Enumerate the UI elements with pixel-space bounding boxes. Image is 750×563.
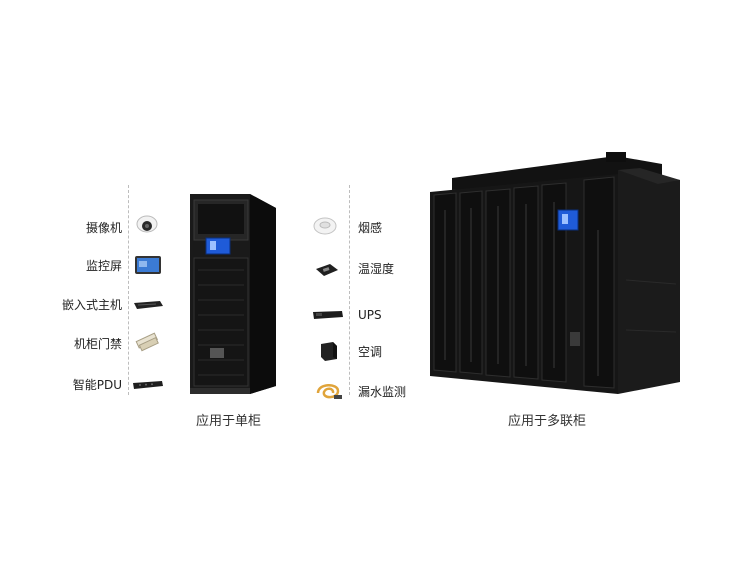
multi-cabinet-image [430, 152, 680, 394]
ups-icon [313, 311, 343, 319]
label-air-conditioner: 空调 [358, 345, 383, 359]
water-leak-sensor-icon [316, 384, 342, 399]
label-pdu: 智能PDU [72, 378, 122, 392]
label-door-access: 机柜门禁 [73, 337, 122, 351]
label-embedded-host: 嵌入式主机 [61, 298, 122, 312]
label-smoke-detector: 烟感 [358, 221, 383, 235]
right-divider [349, 185, 350, 395]
label-camera: 摄像机 [85, 221, 122, 235]
left-divider [128, 185, 129, 395]
embedded-host-icon [134, 301, 163, 309]
multi-cabinet-caption: 应用于多联柜 [508, 414, 587, 429]
single-cabinet-caption: 应用于单柜 [196, 414, 262, 429]
temp-humidity-sensor-icon [316, 264, 338, 276]
label-temp-humidity: 温湿度 [358, 262, 395, 276]
pdu-icon [133, 381, 163, 389]
smoke-detector-icon [313, 217, 337, 235]
label-ups: UPS [358, 308, 382, 322]
monitor-screen-icon [135, 256, 161, 274]
air-conditioner-icon [321, 342, 337, 361]
label-water-leak: 漏水监测 [358, 385, 407, 399]
label-monitor-screen: 监控屏 [85, 259, 122, 273]
single-cabinet-image [190, 194, 276, 394]
camera-icon [136, 215, 158, 233]
door-access-icon [135, 332, 159, 352]
